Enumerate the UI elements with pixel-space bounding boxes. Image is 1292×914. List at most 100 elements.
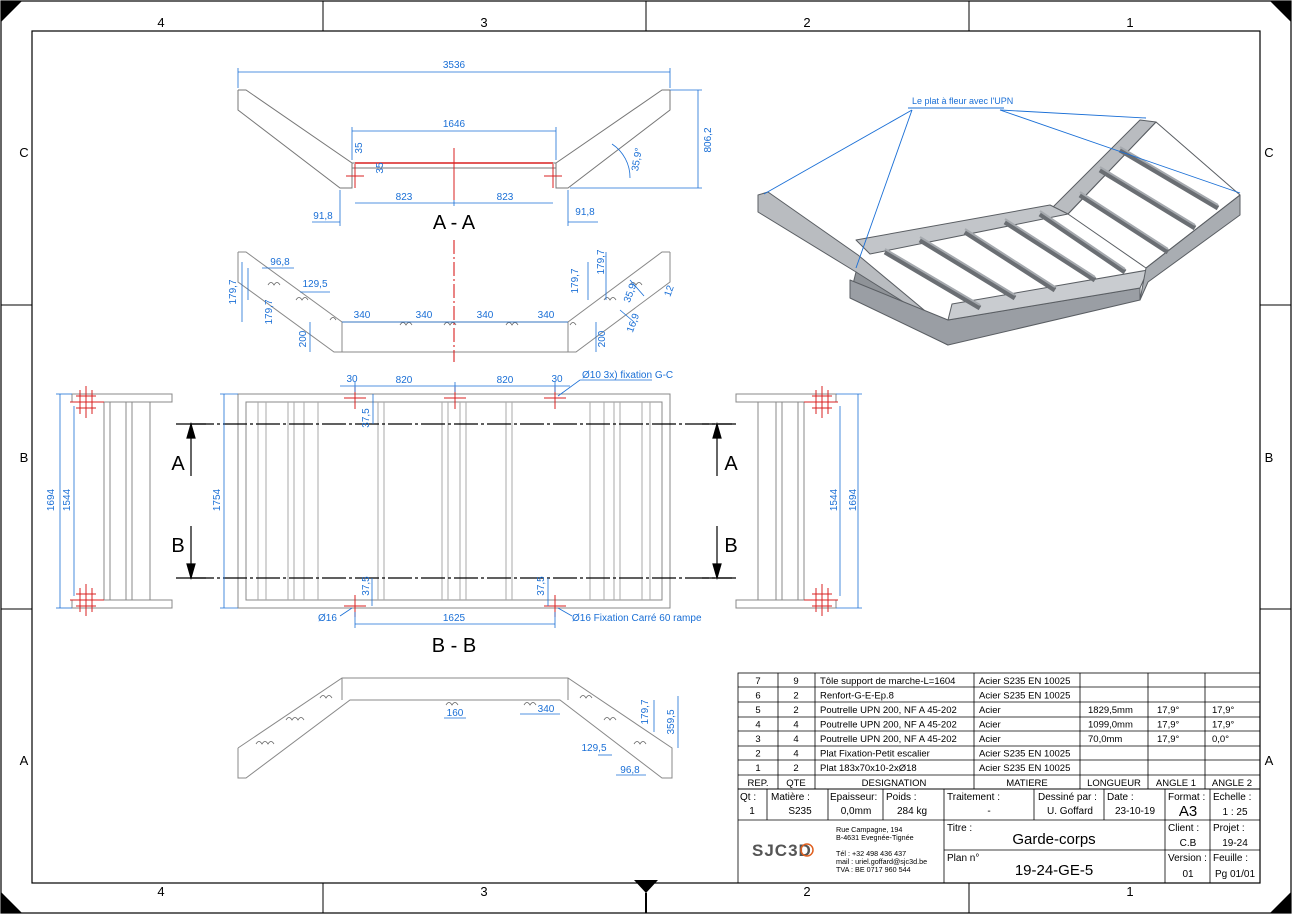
view-bottom: 160 340 179,7 359,5 129,5 96,8 xyxy=(237,677,679,779)
dim-w160: 160 xyxy=(447,708,464,719)
tb-version: 01 xyxy=(1182,869,1194,880)
dim-e2: 30 xyxy=(551,374,563,385)
bom-cell: 17,9° xyxy=(1212,705,1234,716)
dim-h179: 179,7 xyxy=(640,699,651,724)
cut-mark-b-left: B xyxy=(171,535,184,557)
zone-col-1: 1 xyxy=(1126,15,1133,30)
tb-plan: 19-24-GE-5 xyxy=(1015,862,1093,879)
corner-mark xyxy=(1,1,22,22)
dim-base-r: 200 xyxy=(597,330,608,347)
zone-col-2: 2 xyxy=(803,15,810,30)
bom-cell: 0,0° xyxy=(1212,734,1229,745)
tb-titre: Garde-corps xyxy=(1012,831,1095,848)
tb-traitement-label: Traitement : xyxy=(947,792,1000,803)
address-line: B-4631 Evegnée-Tignée xyxy=(836,833,914,842)
bom-header-qte: QTE xyxy=(786,778,806,789)
dim-ang3: 12 xyxy=(663,284,677,299)
bom-cell: 4 xyxy=(755,720,760,731)
tb-date-label: Date : xyxy=(1107,792,1134,803)
dim-right-inner: 1544 xyxy=(829,488,840,511)
dim-notch-off: 129,5 xyxy=(302,279,327,290)
tb-poids: 284 kg xyxy=(897,806,927,817)
tb-echelle: 1 : 25 xyxy=(1222,807,1247,818)
bom-cell: Acier xyxy=(979,734,1001,745)
dim-ang2: 16,9 xyxy=(625,312,642,334)
tb-dessine: U. Goffard xyxy=(1047,806,1093,817)
dim-height-bb: 1754 xyxy=(212,488,223,511)
corner-mark xyxy=(1,892,22,913)
bom-cell: Acier S235 EN 10025 xyxy=(979,691,1070,702)
bom-cell: Poutrelle UPN 200, NF A 45-202 xyxy=(820,734,957,745)
section-label-bb: B - B xyxy=(432,635,476,657)
tb-date: 23-10-19 xyxy=(1115,806,1155,817)
bom-cell: 17,9° xyxy=(1157,705,1179,716)
bom-cell: 17,9° xyxy=(1157,734,1179,745)
dim-offset-right: 91,8 xyxy=(575,207,595,218)
note-top-hole: Ø10 3x) fixation G-C xyxy=(582,370,673,381)
bom-header-angle1: ANGLE 1 xyxy=(1156,778,1196,789)
bom-cell: 3 xyxy=(755,734,760,745)
zone-row-a: A xyxy=(1265,753,1274,768)
bom-cell: 4 xyxy=(793,734,798,745)
tb-version-label: Version : xyxy=(1168,853,1207,864)
dim-half-right: 823 xyxy=(497,192,514,203)
dim-notch-w: 96,8 xyxy=(270,257,290,268)
view-end-left: 1694 1544 xyxy=(46,386,173,616)
zone-col-3: 3 xyxy=(480,15,487,30)
tb-titre-label: Titre : xyxy=(947,823,972,834)
bom-cell: Plat 183x70x10-2xØ18 xyxy=(820,763,917,774)
bom-cell: Renfort-G-E-Ep.8 xyxy=(820,691,894,702)
tb-feuille-label: Feuille : xyxy=(1213,853,1248,864)
bom-header-designation: DESIGNATION xyxy=(862,778,927,789)
bom-cell: Poutrelle UPN 200, NF A 45-202 xyxy=(820,720,957,731)
cut-mark-b-right: B xyxy=(724,535,737,557)
bom-cell: Tôle support de marche-L=1604 xyxy=(820,676,955,687)
bom-cell: 7 xyxy=(755,676,760,687)
cut-mark-a-left: A xyxy=(171,453,185,475)
tb-client: C.B xyxy=(1180,838,1197,849)
bom-cell: Poutrelle UPN 200, NF A 45-202 xyxy=(820,705,957,716)
note-hole-left: Ø16 xyxy=(318,613,337,624)
dim-sp3: 340 xyxy=(477,310,494,321)
view-side: 179,7 179,7 96,8 129,5 340 340 340 340 2… xyxy=(228,240,677,362)
dim-ang1: 35,9 xyxy=(622,282,639,304)
corner-mark xyxy=(1270,892,1291,913)
address-line: Rue Campagne, 194 xyxy=(836,825,902,834)
dim-bottom: 1625 xyxy=(443,613,466,624)
dim-angle: 35,9° xyxy=(630,147,645,172)
bom-cell: 2 xyxy=(755,749,760,760)
bom-cell: 2 xyxy=(793,763,798,774)
dim-right-h2: 179,7 xyxy=(596,249,607,274)
dim-h359: 359,5 xyxy=(666,709,677,734)
bom-cell: 4 xyxy=(793,720,798,731)
zone-col-2: 2 xyxy=(803,884,810,899)
dim-e1: 30 xyxy=(346,374,358,385)
zone-col-3: 3 xyxy=(480,884,487,899)
dim-span1: 820 xyxy=(396,375,413,386)
dim-flat-h1: 35 xyxy=(354,142,365,154)
zone-row-b: B xyxy=(1265,450,1274,465)
dim-sp1: 340 xyxy=(354,310,371,321)
address-line: TVA : BE 0717 960 544 xyxy=(836,865,911,874)
zone-row-a: A xyxy=(20,753,29,768)
bom-header-matiere: MATIERE xyxy=(1006,778,1048,789)
logo-text: SJC3D xyxy=(752,841,812,860)
zone-col-4: 4 xyxy=(157,15,164,30)
dim-span2: 820 xyxy=(497,375,514,386)
bom-cell: 1099,0mm xyxy=(1088,720,1133,731)
bom-header-rep: REP. xyxy=(748,778,769,789)
tb-epaisseur: 0,0mm xyxy=(841,806,872,817)
bom-cell: 5 xyxy=(755,705,760,716)
note-hole-right: Ø16 Fixation Carré 60 rampe xyxy=(572,613,702,624)
dim-n96: 96,8 xyxy=(620,765,640,776)
bom-cell: Acier S235 EN 10025 xyxy=(979,749,1070,760)
dim-overall: 3536 xyxy=(443,60,466,71)
bom-cell: Acier S235 EN 10025 xyxy=(979,676,1070,687)
zone-row-b: B xyxy=(20,450,29,465)
bom-cell: 2 xyxy=(793,705,798,716)
corner-mark xyxy=(1270,1,1291,22)
